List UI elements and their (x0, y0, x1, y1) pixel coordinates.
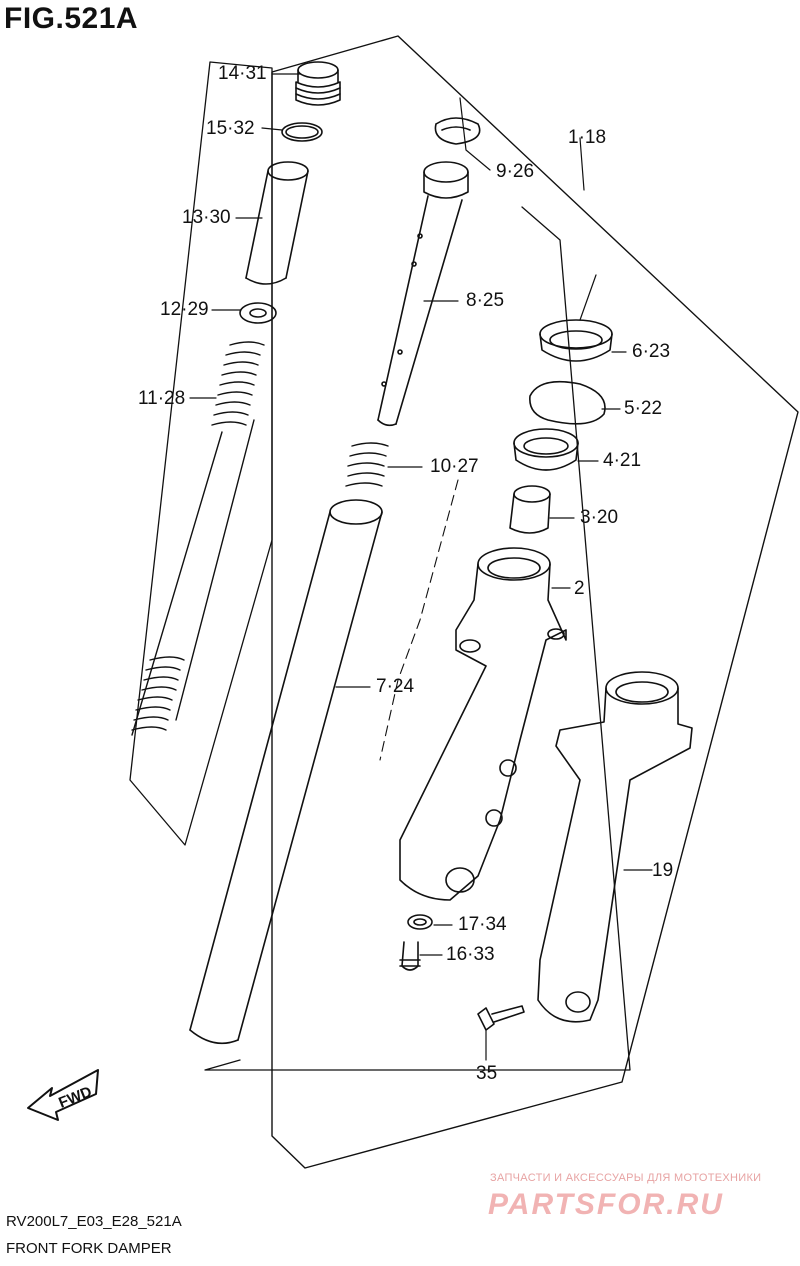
part-label-12: 12·29 (160, 299, 209, 320)
bottom-bolt-part (399, 941, 421, 971)
watermark-tagline: ЗАПЧАСТИ И АКСЕССУАРЫ ДЛЯ МОТОТЕХНИКИ (490, 1172, 762, 1184)
gasket-part (407, 914, 433, 930)
figure-title: FIG.521A (4, 2, 139, 35)
diagram-code: RV200L7_E03_E28_521A (6, 1213, 182, 1230)
circlip-part (434, 117, 481, 145)
spacer-tube-part (245, 161, 309, 285)
part-label-19: 19 (652, 860, 674, 881)
diagram-subtitle: FRONT FORK DAMPER (6, 1240, 172, 1257)
stopper-ring-part (529, 380, 606, 425)
part-label-17: 17·34 (458, 914, 507, 935)
part-label-6: 6·23 (632, 341, 671, 362)
outer-assembly-outline (271, 35, 799, 1169)
part-label-16: 16·33 (446, 944, 495, 965)
part-label-7: 7·24 (376, 676, 415, 697)
outer-tube-right-part (537, 671, 693, 1023)
part-label-10: 10·27 (430, 456, 479, 477)
left-panel-outline (129, 61, 273, 846)
fork-spring-part (131, 341, 265, 736)
dashed-leader-2 (160, 120, 440, 560)
part-label-2: 2 (574, 578, 585, 599)
part-label-1: 1·18 (568, 127, 607, 148)
part-label-15: 15·32 (206, 118, 255, 139)
leader-lines (189, 73, 653, 1061)
axle-bolt-part (477, 1005, 525, 1031)
rebound-spring-part (345, 442, 389, 487)
right-panel-outline (204, 206, 631, 1071)
fwd-arrow-icon: FWD (27, 1069, 99, 1121)
washer-part (239, 302, 277, 324)
watermark-brand: PARTSFOR.RU (488, 1188, 724, 1221)
bushing-part (509, 485, 551, 534)
o-ring-part (281, 122, 323, 142)
part-label-3: 3·20 (580, 507, 619, 528)
outer-tube-part (399, 547, 567, 901)
oil-seal-part (513, 428, 579, 471)
dust-seal-part (539, 319, 613, 362)
part-label-5: 5·22 (624, 398, 663, 419)
part-label-35: 35 (476, 1063, 498, 1084)
cap-bolt-part (295, 61, 341, 106)
fwd-label: FWD (56, 1083, 94, 1112)
part-label-8: 8·25 (466, 290, 505, 311)
dashed-leader (379, 479, 459, 761)
damper-rod-part (377, 161, 469, 427)
part-label-4: 4·21 (603, 450, 642, 471)
part-label-14: 14·31 (218, 63, 267, 84)
part-label-11: 11·28 (138, 388, 186, 409)
part-label-9: 9·26 (496, 161, 535, 182)
inner-tube-part (189, 499, 383, 1045)
part-label-13: 13·30 (182, 207, 231, 228)
